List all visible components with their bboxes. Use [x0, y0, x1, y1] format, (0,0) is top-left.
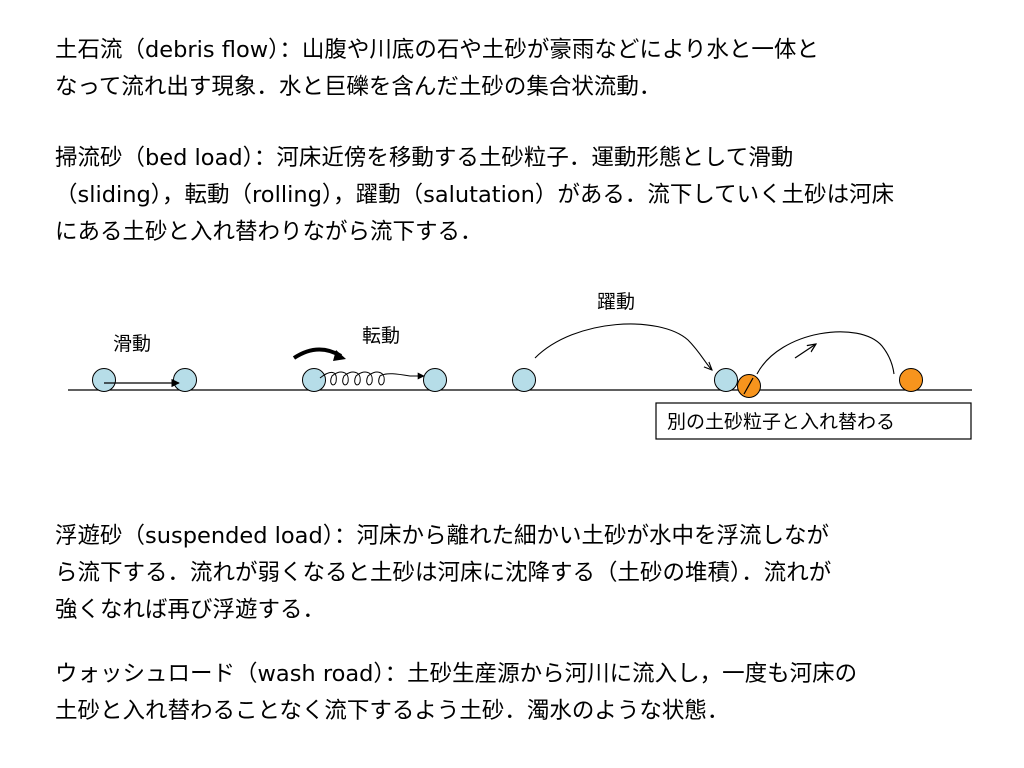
label-exchange: 別の土砂粒子と入れ替わる — [667, 411, 895, 433]
text-line: にある土砂と入れ替わりながら流下する． — [55, 219, 483, 245]
paragraph-suspended-load: 浮遊砂（suspended load）：河床から離れた細かい土砂が水中を浮流しな… — [55, 518, 985, 629]
particle-saltation-land — [714, 368, 738, 392]
label-saltation: 躍動 — [597, 291, 635, 313]
text-line: 浮遊砂（suspended load）：河床から離れた細かい土砂が水中を浮流しな… — [55, 523, 829, 549]
particle-rolling-start — [302, 368, 326, 392]
text-line: なって流れ出す現象．水と巨礫を含んだ土砂の集合状流動． — [55, 74, 662, 100]
text-line: 強くなれば再び浮遊する． — [55, 597, 326, 623]
label-rolling: 転動 — [362, 325, 400, 347]
saltation-trajectory-2 — [756, 331, 895, 375]
label-sliding: 滑動 — [113, 333, 151, 355]
text-line: ウォッシュロード（wash road）：土砂生産源から河川に流入し，一度も河床の — [55, 661, 858, 687]
particle-exchanged-end — [899, 368, 923, 392]
text-line: （sliding），転動（rolling），躍動（salutation）がある．… — [55, 182, 895, 208]
particle-saltation-start — [512, 368, 536, 392]
rolling-rotation-arrow — [292, 347, 343, 360]
saltation-direction-arrow — [794, 344, 816, 359]
text-line: ら流下する．流れが弱くなると土砂は河床に沈降する（土砂の堆積）．流れが — [55, 560, 832, 586]
saltation-trajectory-1 — [534, 323, 712, 370]
particle-sliding-start — [92, 368, 116, 392]
exchange-label-box — [655, 402, 972, 440]
exchange-marker-line — [743, 377, 754, 395]
text-line: 土砂と入れ替わることなく流下するよう土砂．濁水のような状態． — [55, 698, 730, 724]
text-line: 掃流砂（bed load）：河床近傍を移動する土砂粒子．運動形態として滑動 — [55, 145, 794, 171]
paragraph-wash-load: ウォッシュロード（wash road）：土砂生産源から河川に流入し，一度も河床の… — [55, 656, 985, 730]
particle-rolling-end — [423, 368, 447, 392]
paragraph-bed-load: 掃流砂（bed load）：河床近傍を移動する土砂粒子．運動形態として滑動 （s… — [55, 140, 985, 251]
paragraph-debris-flow: 土石流（debris flow）：山腹や川底の石や土砂が豪雨などにより水と一体と… — [55, 32, 985, 106]
rolling-rotation-arrowhead — [333, 350, 346, 361]
rolling-loop-path — [319, 371, 425, 386]
particle-sliding-end — [173, 368, 197, 392]
text-line: 土石流（debris flow）：山腹や川底の石や土砂が豪雨などにより水と一体と — [55, 37, 819, 63]
bed-load-diagram: 滑動 転動 躍動 別の土砂粒子と入れ替わる — [68, 291, 972, 440]
